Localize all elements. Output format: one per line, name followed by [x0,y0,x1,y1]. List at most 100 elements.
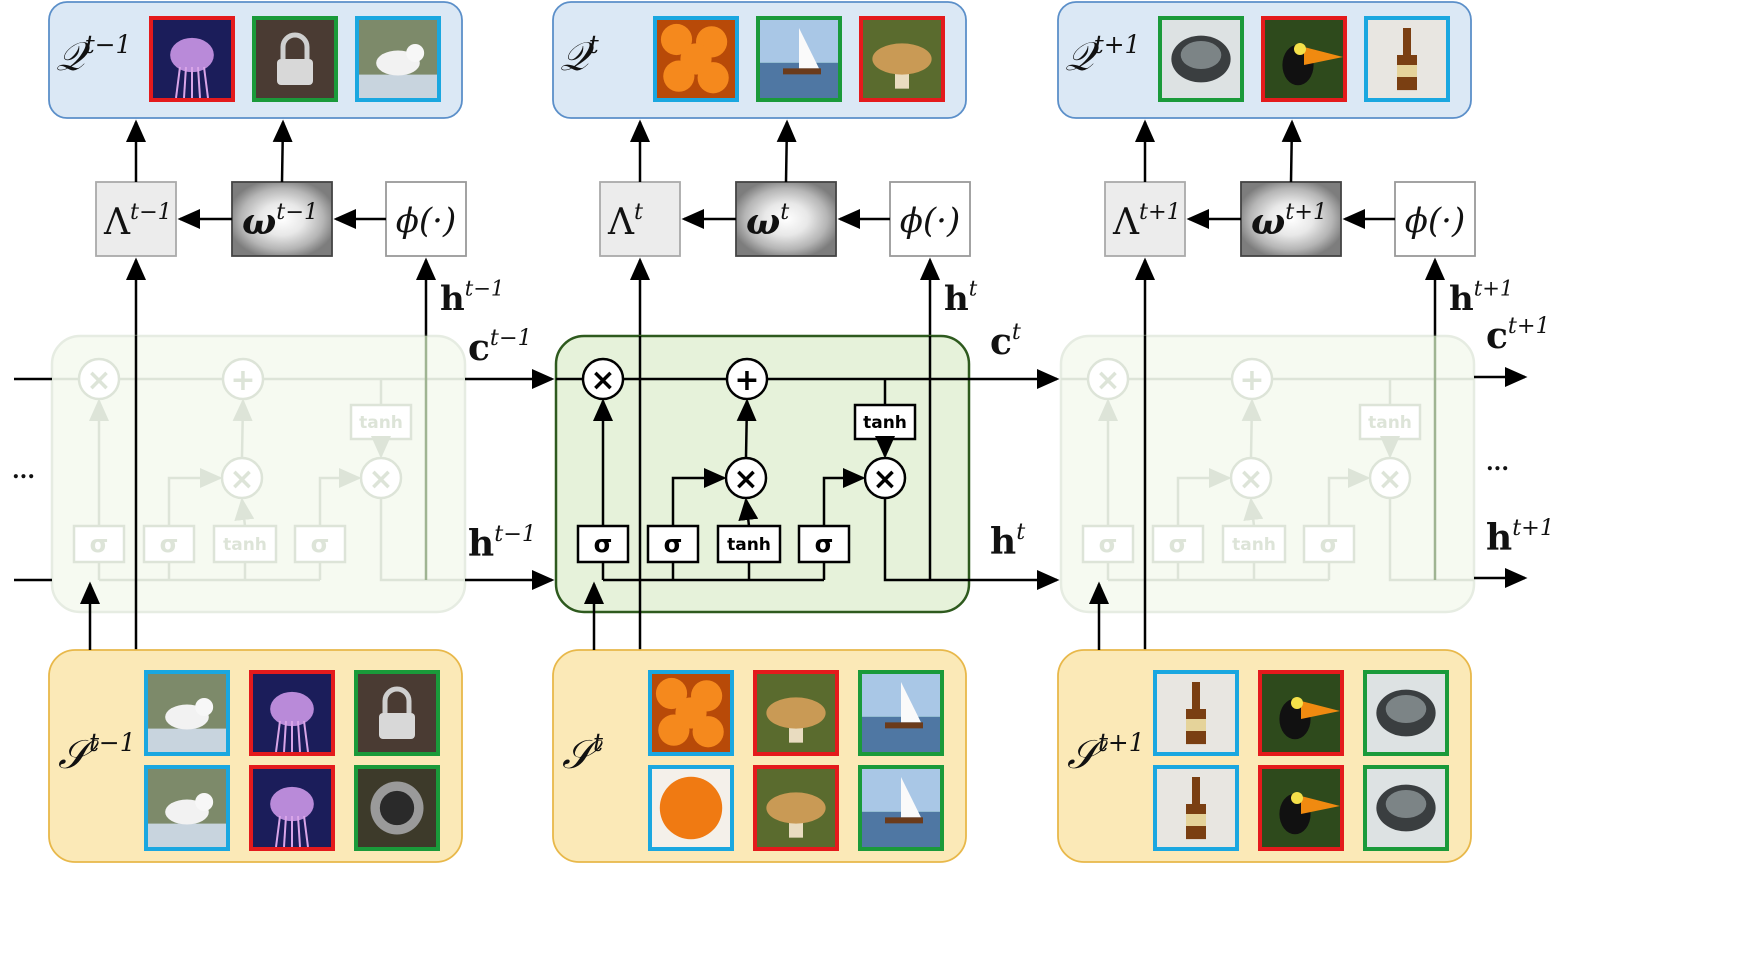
lambda-label-base: Λ [607,202,635,243]
lambda-label: Λt+1 [1112,199,1181,243]
query-image-sailboat [756,16,842,102]
input-multiply-circle [1229,456,1273,500]
lambda-label-sup: t−1 [130,199,172,225]
thumbnail-picture [1368,20,1446,98]
support-image-orange [648,765,734,851]
state-flows: ct−1ht−1cthtct+1ht+1...... [12,313,1554,590]
connector-line [738,497,759,527]
thumbnail-picture [657,20,735,98]
connector-line [1281,119,1302,183]
thumbnail-picture [1162,20,1240,98]
thumbnail-picture [1262,769,1340,847]
output-multiply-circle [1368,456,1412,500]
phi-box [889,181,971,257]
support-image-padlock [354,670,440,756]
output-gate-sigma-box [1302,524,1356,564]
omega-label: ωt−1 [242,199,318,243]
omega-label-base: ω [1251,201,1285,243]
query-image-toucan [1261,16,1347,102]
omega-label: ωt+1 [1251,199,1327,243]
thumbnail-picture [359,20,437,98]
cell-state-prev-label: ct−1 [468,325,532,369]
connector-line [776,119,797,183]
connector-line [1243,497,1264,527]
candidate-tanh-box [716,524,782,564]
lambda-label-sup: t [634,199,643,225]
cell-state-curr-label: ct [990,319,1021,363]
thumbnail-picture [862,769,940,847]
phi-h-label-base: h [440,279,465,319]
connector-line [318,468,362,526]
query-set-label: 𝒬t+1 [1065,30,1140,80]
query-image-mushroom [859,16,945,102]
cell-state-next-label-base: c [1486,315,1508,357]
thumbnail-picture [253,769,331,847]
support-image-toucan [1258,670,1344,756]
thumbnail-picture [863,20,941,98]
connector-line [232,398,253,458]
thumbnail-picture [148,769,226,847]
query-image-jellyfish [149,16,235,102]
forget-multiply-circle [581,357,625,401]
phi-h-label-sup: t [969,276,978,301]
thumbnail-picture [148,674,226,752]
cell-add-symbol: + [734,363,759,398]
cell-add-circle [1230,357,1274,401]
output-multiply-symbol: × [1377,462,1402,497]
phi-label: ϕ(·) [396,201,457,241]
forget-multiply-circle [1086,357,1130,401]
cell-add-symbol: + [230,363,255,398]
cell-state-curr-label-base: c [990,321,1012,363]
query-image-wok [1158,16,1244,102]
query-image-beer-bottle [1364,16,1450,102]
thumbnail-picture [1157,769,1235,847]
phi-label: ϕ(·) [1405,201,1466,241]
phi-h-label-base: h [1449,279,1474,319]
query-image-oranges [653,16,739,102]
connector-line [379,499,465,582]
candidate-tanh: tanh [1232,535,1276,555]
query-set-label-sup: t−1 [85,30,132,59]
thumbnail-picture [358,769,436,847]
omega-label-sup: t−1 [276,199,318,225]
input-gate-sigma: σ [1169,530,1188,558]
thumbnail-picture [1262,674,1340,752]
cell-output-tanh: tanh [359,413,403,433]
support-image-toucan [1258,765,1344,851]
connector-line [1241,398,1262,458]
hidden-state-next-label: ht+1 [1486,515,1554,559]
thumbnail-picture [358,674,436,752]
thumbnail-picture [862,674,940,752]
thumbnail-picture [757,674,835,752]
forget-multiply-symbol: × [86,363,111,398]
connector-line [234,497,255,527]
thumbnail-picture [256,20,334,98]
output-multiply-symbol: × [872,462,897,497]
support-image-white-wolf [144,765,230,851]
forget-multiply-symbol: × [1095,363,1120,398]
output-multiply-circle [359,456,403,500]
thumbnail-picture [1157,674,1235,752]
connector-line [883,499,969,582]
support-image-oranges [648,670,734,756]
output-gate-sigma-box [797,524,851,564]
thumbnail-picture [1367,674,1445,752]
phi-h-label: ht+1 [1449,276,1513,319]
thumbnail-picture [1367,769,1445,847]
ellipsis-right: ... [1486,450,1509,476]
forget-gate-sigma: σ [594,530,613,558]
cell-output-tanh-box [1358,403,1422,441]
lambda-box [599,181,681,257]
support-image-wok [1363,670,1449,756]
output-gate-sigma: σ [311,530,330,558]
phi-h-label: ht [944,276,978,319]
lstm-cell-box [1059,334,1476,614]
phi-h-label: ht−1 [440,276,504,319]
phi-box [385,181,467,257]
output-gate-sigma: σ [815,530,834,558]
cell-add-circle [221,357,265,401]
input-multiply-symbol: × [1238,462,1263,497]
